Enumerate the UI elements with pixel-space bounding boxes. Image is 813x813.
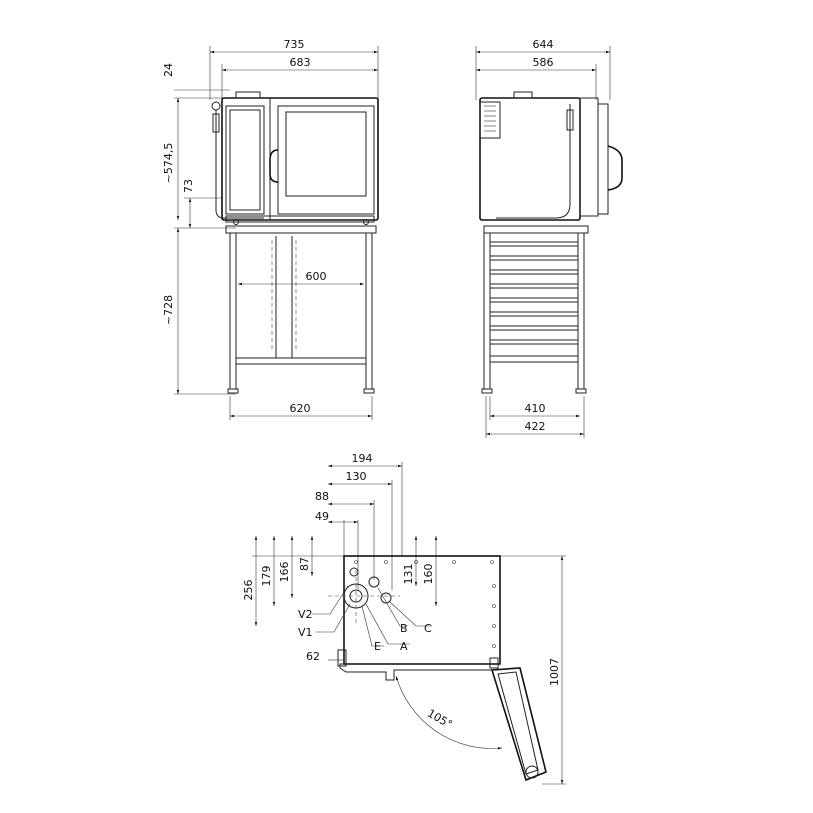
dim-73: 73	[182, 179, 195, 193]
dim-644: 644	[533, 38, 554, 51]
dim-130: 130	[346, 470, 367, 483]
front-view: 735 683 24 ~574,5 73 ~728	[162, 38, 379, 420]
side-view: 644 586	[475, 38, 623, 438]
stand-crossbar	[235, 357, 367, 365]
dim-160: 160	[422, 564, 435, 585]
dim-87: 87	[298, 557, 311, 571]
dim-735: 735	[284, 38, 305, 51]
dim-620: 620	[290, 402, 311, 415]
door-window	[285, 111, 367, 197]
dim-24: 24	[162, 63, 175, 77]
label-E: E	[374, 640, 381, 653]
door-handle-side	[607, 145, 623, 191]
door-side	[579, 97, 599, 217]
water-connection-icon	[368, 576, 380, 588]
label-V2: V2	[298, 608, 313, 621]
dim-683: 683	[290, 56, 311, 69]
dim-422: 422	[525, 420, 546, 433]
dim-131: 131	[402, 564, 415, 585]
dim-88: 88	[315, 490, 329, 503]
water-connection-2-icon	[380, 592, 392, 604]
oven-body-side	[479, 97, 581, 221]
label-C: C	[424, 622, 432, 635]
stand-leg-left	[229, 232, 237, 390]
oven-top-vent	[235, 91, 261, 99]
oven-body-front	[221, 97, 379, 221]
label-B: B	[400, 622, 408, 635]
door-swing-arc	[395, 675, 503, 750]
door-handle	[269, 149, 279, 183]
front-edge-plan	[339, 663, 499, 681]
oven-door	[277, 105, 375, 215]
core-probe-icon	[211, 101, 221, 111]
control-panel	[225, 105, 265, 215]
dim-728: ~728	[162, 295, 175, 325]
dim-1007: 1007	[548, 658, 561, 686]
dim-256: 256	[242, 580, 255, 601]
label-V1: V1	[298, 626, 313, 639]
label-A: A	[400, 640, 408, 653]
open-door-plan	[490, 667, 547, 782]
vent-grille	[479, 101, 501, 139]
dim-62: 62	[306, 650, 320, 663]
dim-179: 179	[260, 566, 273, 587]
dim-410: 410	[525, 402, 546, 415]
dim-49: 49	[315, 510, 329, 523]
rack-rails	[489, 241, 579, 363]
stand-top-front	[225, 225, 377, 234]
stand-leg-right	[365, 232, 373, 390]
dim-194: 194	[352, 452, 373, 465]
dim-574-5: ~574,5	[162, 143, 175, 184]
dim-600: 600	[306, 270, 327, 283]
dim-166: 166	[278, 562, 291, 583]
dim-586: 586	[533, 56, 554, 69]
plan-view: 194 130 88 49 256 179 166 87 131 160 100…	[242, 452, 566, 785]
door-angle: 105°	[425, 707, 454, 732]
